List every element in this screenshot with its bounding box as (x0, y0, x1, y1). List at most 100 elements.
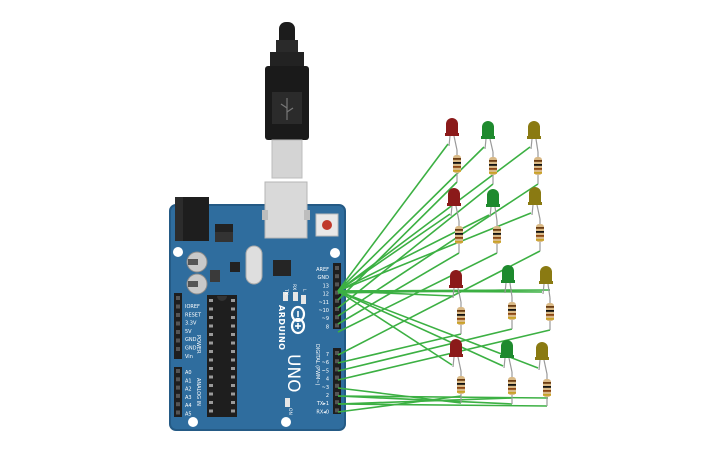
led-red[interactable] (450, 270, 462, 286)
header-pin-hole[interactable] (335, 282, 339, 287)
header-pin-hole[interactable] (335, 266, 339, 270)
usb-b-port (264, 181, 308, 239)
ground-wire[interactable] (337, 146, 485, 292)
header-pin-hole[interactable] (335, 315, 339, 320)
led-leg (503, 357, 506, 369)
jumper-wire[interactable] (337, 395, 549, 399)
header-pin-hole[interactable] (335, 375, 339, 380)
led-green[interactable] (487, 189, 499, 205)
header-pin-hole[interactable] (335, 367, 339, 372)
resistor-band (455, 241, 463, 243)
led-assembly[interactable] (486, 189, 501, 253)
header-pin-hole[interactable] (335, 351, 339, 355)
header-pin-hole[interactable] (335, 290, 339, 295)
jumper-wire[interactable] (337, 252, 460, 325)
header-pin-hole[interactable] (335, 307, 339, 311)
led-assembly[interactable] (445, 118, 461, 182)
header-pin-hole[interactable] (176, 338, 180, 343)
usb-controller-chip (273, 260, 291, 276)
led-assembly[interactable] (449, 339, 465, 403)
resistor-band (453, 170, 461, 172)
ground-wire[interactable] (337, 290, 453, 366)
led-yellow[interactable] (536, 342, 548, 358)
led-green[interactable] (502, 265, 514, 281)
jumper-wire[interactable] (337, 183, 494, 309)
usb-cable-collar (276, 40, 298, 52)
pin-label: 13 (323, 283, 329, 289)
led-yellow[interactable] (540, 266, 552, 282)
header-pin-hole[interactable] (176, 304, 180, 309)
header-pin-hole[interactable] (335, 323, 339, 328)
usb-cable[interactable] (265, 22, 309, 179)
led-array[interactable] (445, 118, 554, 406)
header-pin-hole[interactable] (335, 408, 339, 413)
led-green[interactable] (501, 340, 513, 356)
jumper-wire[interactable] (337, 252, 498, 333)
on-led-indicator (285, 398, 290, 407)
led-assembly[interactable] (500, 340, 516, 404)
led-assembly[interactable] (527, 121, 542, 184)
header-pin-hole[interactable] (176, 347, 180, 351)
led-assembly[interactable] (528, 187, 544, 251)
ground-wire[interactable] (337, 146, 531, 292)
resistor-band (457, 387, 465, 389)
pin-label: 3.3V (185, 321, 197, 327)
led-yellow[interactable] (529, 187, 541, 203)
header-pin-hole[interactable] (335, 383, 339, 388)
header-pin-hole[interactable] (176, 321, 180, 326)
led-assembly[interactable] (481, 121, 497, 184)
led-assembly[interactable] (449, 270, 465, 334)
header-pin-hole[interactable] (335, 392, 339, 396)
reset-button-cap[interactable] (322, 220, 332, 230)
header-pin-hole[interactable] (335, 298, 339, 303)
led-leg (547, 283, 551, 299)
header-pin-hole[interactable] (176, 377, 180, 382)
led-red[interactable] (446, 118, 458, 134)
jumper-wire[interactable] (337, 403, 548, 407)
power-jack-side (175, 197, 183, 241)
led-leg (455, 205, 460, 222)
ground-wire[interactable] (337, 214, 490, 292)
chip-pin (209, 341, 213, 345)
led-assembly[interactable] (501, 265, 516, 329)
header-pin-hole[interactable] (176, 313, 180, 317)
led-red[interactable] (450, 339, 462, 355)
led-assembly[interactable] (447, 188, 463, 253)
header-pin-hole[interactable] (176, 410, 180, 415)
jumper-wire[interactable] (337, 333, 462, 364)
pin-label: A2 (185, 387, 192, 393)
jumper-wires[interactable] (337, 143, 551, 413)
header-pin-hole[interactable] (176, 385, 180, 390)
led-red[interactable] (448, 188, 460, 204)
pin-label: ~6 (322, 360, 329, 366)
chip-pin (231, 375, 235, 379)
header-pin-hole[interactable] (176, 296, 180, 300)
jumper-wire[interactable] (337, 329, 551, 381)
header-pin-hole[interactable] (335, 359, 339, 364)
resistor-band (546, 306, 554, 308)
arduino-board[interactable]: TX RX L ARDUINO UNO ON IOREFRESET3.3V5VG… (169, 181, 346, 431)
chip-pin (231, 367, 235, 370)
header-pin-hole[interactable] (176, 393, 180, 398)
resistor-band (534, 164, 542, 166)
header-pin-hole[interactable] (176, 369, 180, 373)
led-assembly[interactable] (539, 266, 554, 330)
led-assembly[interactable] (535, 342, 551, 406)
ground-wire[interactable] (337, 290, 504, 367)
ground-wire[interactable] (337, 213, 451, 292)
header-pin-hole[interactable] (335, 400, 339, 405)
header-pin-hole[interactable] (176, 330, 180, 334)
jumper-wire[interactable] (337, 395, 462, 413)
ground-wire[interactable] (337, 289, 513, 294)
ground-wire[interactable] (337, 212, 532, 292)
pin-label: A5 (185, 412, 192, 418)
pin-label: ~5 (322, 368, 329, 374)
led-green[interactable] (482, 121, 494, 137)
led-yellow[interactable] (528, 121, 540, 137)
header-pin-hole[interactable] (335, 274, 339, 279)
jumper-wire[interactable] (337, 328, 513, 372)
header-pin-hole[interactable] (176, 402, 180, 407)
ground-wire[interactable] (337, 143, 449, 292)
